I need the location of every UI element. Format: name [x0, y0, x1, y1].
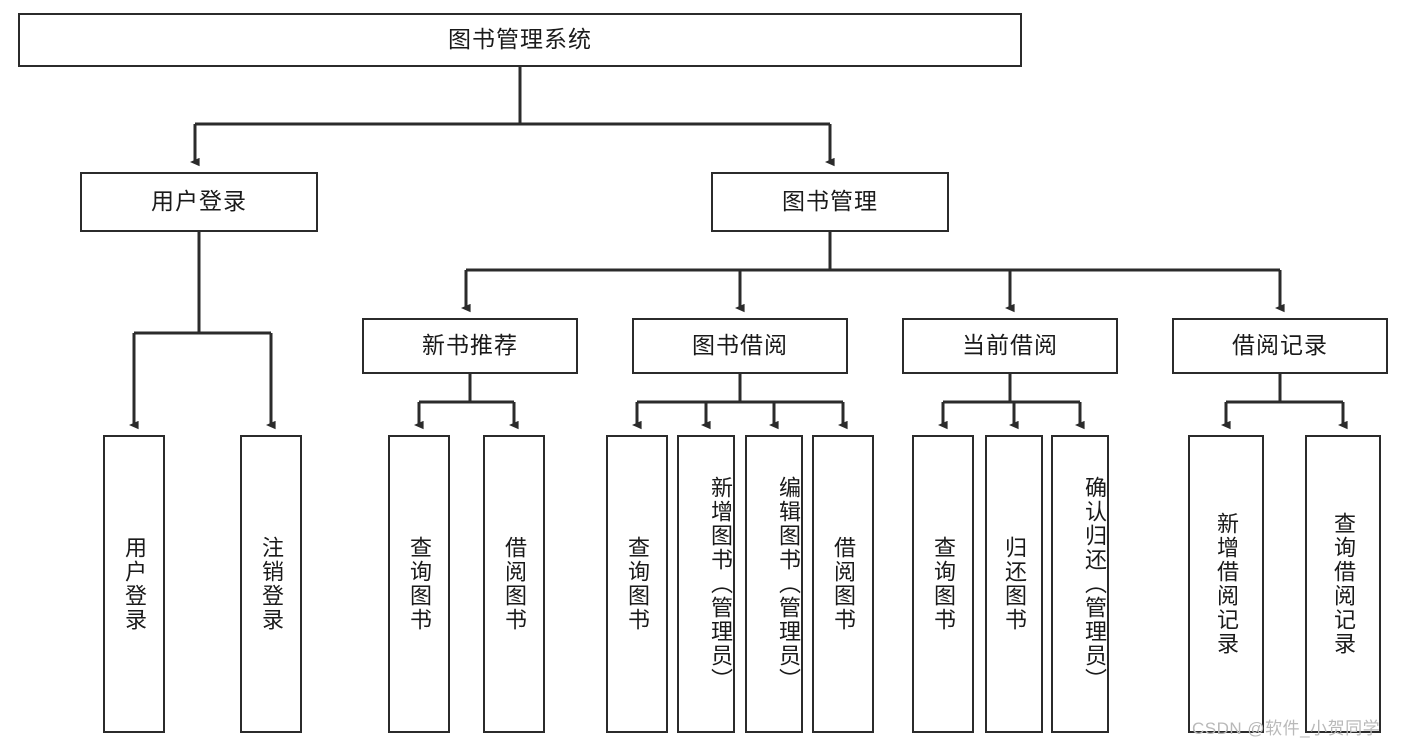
leaf-logout[interactable]: 注销登录 [240, 435, 302, 733]
node-label: 新书推荐 [422, 332, 518, 359]
node-label: 图书借阅 [692, 332, 788, 359]
leaf-add-book-admin[interactable]: 新增图书（管理员） [677, 435, 735, 733]
node-root-system[interactable]: 图书管理系统 [18, 13, 1022, 67]
leaf-query-borrow-record[interactable]: 查询借阅记录 [1305, 435, 1381, 733]
node-label: 新增借阅记录 [1213, 512, 1239, 656]
leaf-confirm-return-admin[interactable]: 确认归还（管理员） [1051, 435, 1109, 733]
leaf-borrow-book[interactable]: 借阅图书 [812, 435, 874, 733]
leaf-borrow-book-recommend[interactable]: 借阅图书 [483, 435, 545, 733]
node-label: 归还图书 [1001, 536, 1027, 632]
csdn-watermark: CSDN @软件_小贺同学 [1192, 719, 1381, 738]
node-label: 查询图书 [406, 536, 432, 632]
node-label: 用户登录 [121, 536, 147, 632]
node-user-login[interactable]: 用户登录 [80, 172, 318, 232]
node-label: 借阅图书 [830, 536, 856, 632]
node-label: 图书管理 [782, 188, 878, 215]
node-current-borrow[interactable]: 当前借阅 [902, 318, 1118, 374]
leaf-edit-book-admin[interactable]: 编辑图书（管理员） [745, 435, 803, 733]
node-label: 确认归还（管理员） [1082, 476, 1107, 692]
node-book-borrow[interactable]: 图书借阅 [632, 318, 848, 374]
leaf-query-book-current[interactable]: 查询图书 [912, 435, 974, 733]
node-label: 查询借阅记录 [1330, 512, 1356, 656]
leaf-query-book-recommend[interactable]: 查询图书 [388, 435, 450, 733]
leaf-return-book[interactable]: 归还图书 [985, 435, 1043, 733]
node-label: 编辑图书（管理员） [776, 476, 801, 692]
node-label: 借阅记录 [1232, 332, 1328, 359]
node-label: 图书管理系统 [448, 26, 592, 53]
node-label: 当前借阅 [962, 332, 1058, 359]
leaf-query-book-borrow[interactable]: 查询图书 [606, 435, 668, 733]
node-book-management[interactable]: 图书管理 [711, 172, 949, 232]
node-label: 用户登录 [151, 188, 247, 215]
leaf-add-borrow-record[interactable]: 新增借阅记录 [1188, 435, 1264, 733]
node-label: 查询图书 [624, 536, 650, 632]
node-label: 查询图书 [930, 536, 956, 632]
node-label: 新增图书（管理员） [708, 476, 733, 692]
node-borrow-records[interactable]: 借阅记录 [1172, 318, 1388, 374]
node-label: 借阅图书 [501, 536, 527, 632]
leaf-user-login[interactable]: 用户登录 [103, 435, 165, 733]
node-new-book-recommendation[interactable]: 新书推荐 [362, 318, 578, 374]
node-label: 注销登录 [258, 536, 284, 632]
